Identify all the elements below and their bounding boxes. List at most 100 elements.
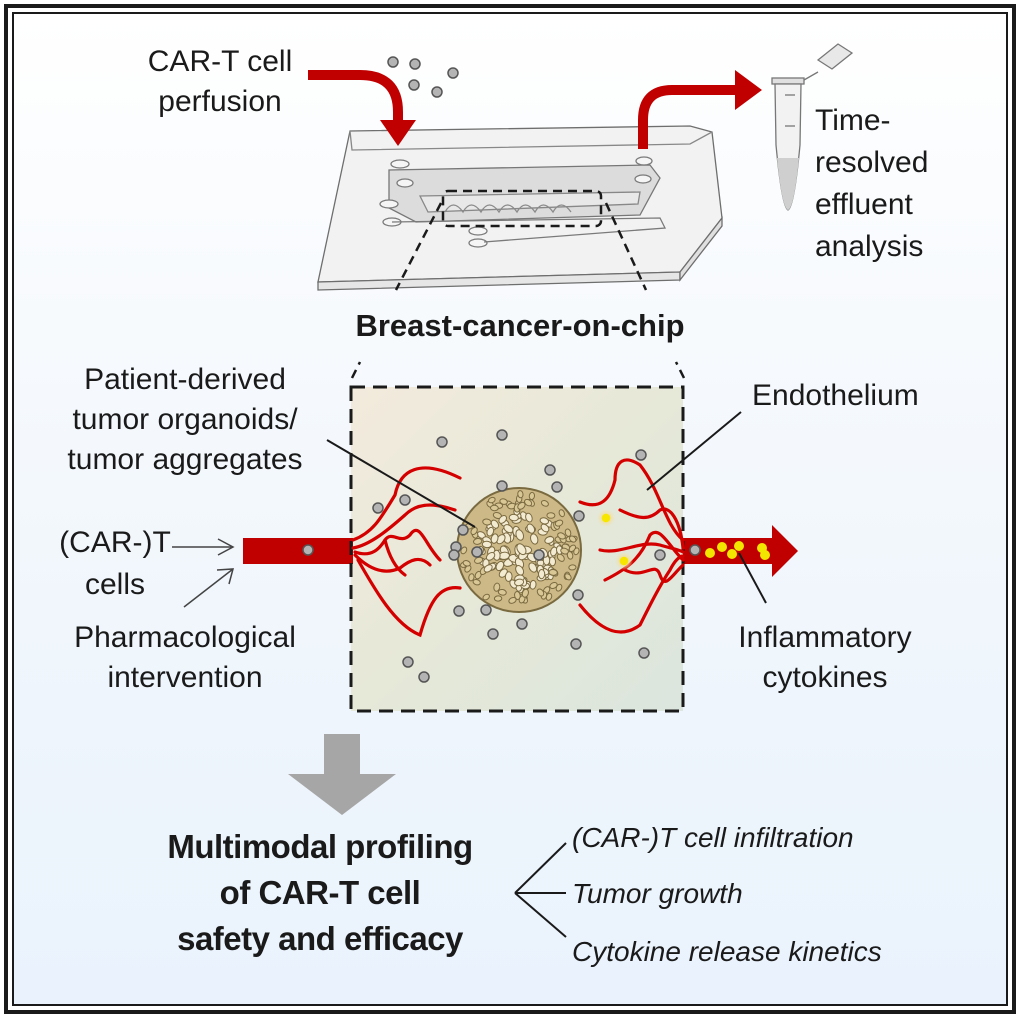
organoid-leader [326, 439, 476, 528]
perfusion-label: CAR-T cell perfusion [125, 42, 315, 122]
outcome-bracket [514, 842, 567, 938]
t-cell-icon [399, 494, 411, 506]
tumor-cell [490, 519, 500, 529]
tumor-cell [558, 509, 565, 518]
tumor-cell [573, 547, 580, 556]
t-cell-icon [471, 546, 483, 558]
tumor-cell [517, 490, 524, 499]
perfusion-arrow-icon [308, 70, 416, 146]
cytokine-leader [738, 552, 767, 604]
t-cell-cluster [387, 56, 459, 98]
tumor-cell [540, 523, 550, 533]
endothelium-label: Endothelium [752, 379, 919, 412]
tumor-cell [540, 500, 549, 507]
cytokine-icon [597, 509, 770, 570]
organoids-line-3: tumor aggregates [67, 443, 303, 476]
tumor-cell [568, 535, 577, 543]
tumor-cell [486, 526, 495, 537]
tumor-cell [528, 562, 538, 573]
t-cells-label: (CAR-)T cells [55, 522, 175, 606]
t-cell-icon [448, 549, 460, 561]
t-cell-icon [551, 481, 563, 493]
effluent-line-2: resolved [815, 146, 929, 179]
organoids-line-2: tumor organoids/ [72, 403, 298, 436]
tumor-cell [504, 571, 513, 582]
effluent-label: Time- resolved effluent analysis [815, 100, 928, 268]
t-cell-icon [638, 647, 650, 659]
t-cell-icon [453, 605, 465, 617]
t-cell-icon [496, 480, 508, 492]
tumor-cell [493, 595, 503, 602]
t-cell-icon [654, 549, 666, 561]
tumor-cell [557, 532, 566, 540]
tumor-cell [464, 565, 472, 573]
t-cells [302, 429, 701, 683]
tumor-cell [564, 573, 572, 581]
t-cell-icon [496, 429, 508, 441]
endothelium-vessels-right [578, 458, 685, 634]
tumor-cell [483, 564, 493, 573]
tumor-cell [526, 523, 536, 534]
tumor-cell [462, 560, 471, 567]
tumor-cell [537, 569, 546, 580]
outer-frame [4, 4, 1016, 1014]
t-cell-icon [372, 502, 384, 514]
tumor-cell [495, 560, 505, 572]
tumor-cell [566, 551, 574, 560]
t-cell-icon [402, 656, 414, 668]
tumor-cell [514, 578, 525, 587]
effluent-line-3: effluent [815, 188, 913, 221]
summary-down-arrow-icon [288, 734, 396, 815]
tumor-cell [470, 526, 478, 536]
tumor-cell [515, 565, 525, 576]
tumor-cell [515, 529, 525, 541]
tumor-cell [554, 519, 564, 527]
t-cells-line-2: cells [84, 568, 145, 601]
tumor-cell [499, 498, 508, 505]
tumor-cell [544, 536, 555, 544]
tumor-cell [490, 533, 499, 544]
tumor-spheroid-icon [456, 487, 582, 613]
tumor-cell [472, 578, 481, 586]
tumor-cell [524, 498, 533, 507]
t-cell-icon [436, 436, 448, 448]
organoids-label: Patient-derived tumor organoids/ tumor a… [45, 360, 325, 480]
tumor-cell [546, 512, 556, 519]
tumor-cell [525, 512, 533, 523]
tumor-cell [508, 513, 519, 522]
tumor-cell [549, 582, 558, 589]
t-cell-icon [570, 638, 582, 650]
summary-line-2: of CAR-T cell [219, 874, 421, 911]
tumor-cell [548, 568, 558, 576]
tumor-cell [536, 588, 545, 597]
summary-line-3: safety and efficacy [177, 920, 463, 957]
tumor-cell [568, 564, 577, 571]
summary-line-1: Multimodal profiling [167, 828, 473, 865]
input-arrows [172, 538, 235, 608]
outcome-infiltration: (CAR-)T cell infiltration [572, 822, 854, 853]
outcome-cytokine-kinetics: Cytokine release kinetics [572, 936, 882, 967]
tumor-cell [481, 540, 492, 549]
tumor-cell [482, 593, 490, 601]
t-cell-icon [544, 464, 556, 476]
t-cell-icon [689, 544, 701, 556]
tumor-cell [493, 582, 501, 592]
tumor-cell [514, 591, 521, 600]
tumor-cell [498, 514, 508, 524]
tumor-cell [468, 573, 475, 582]
cytokines-label: Inflammatory cytokines [720, 618, 930, 698]
t-cell-icon [487, 628, 499, 640]
cytokines-line-1: Inflammatory [738, 621, 912, 654]
pharmacological-line-1: Pharmacological [74, 621, 296, 654]
inflow-channel [243, 538, 353, 564]
endothelium-leader [646, 411, 742, 491]
t-cell-icon [572, 589, 584, 601]
endothelium-vessels-left [351, 466, 462, 638]
tumor-cell [517, 501, 526, 510]
tumor-cell [556, 553, 565, 562]
t-cell-icon [302, 544, 314, 556]
tumor-cell [516, 543, 527, 556]
pharmacological-label: Pharmacological intervention [55, 618, 315, 698]
tumor-cell [487, 496, 496, 504]
